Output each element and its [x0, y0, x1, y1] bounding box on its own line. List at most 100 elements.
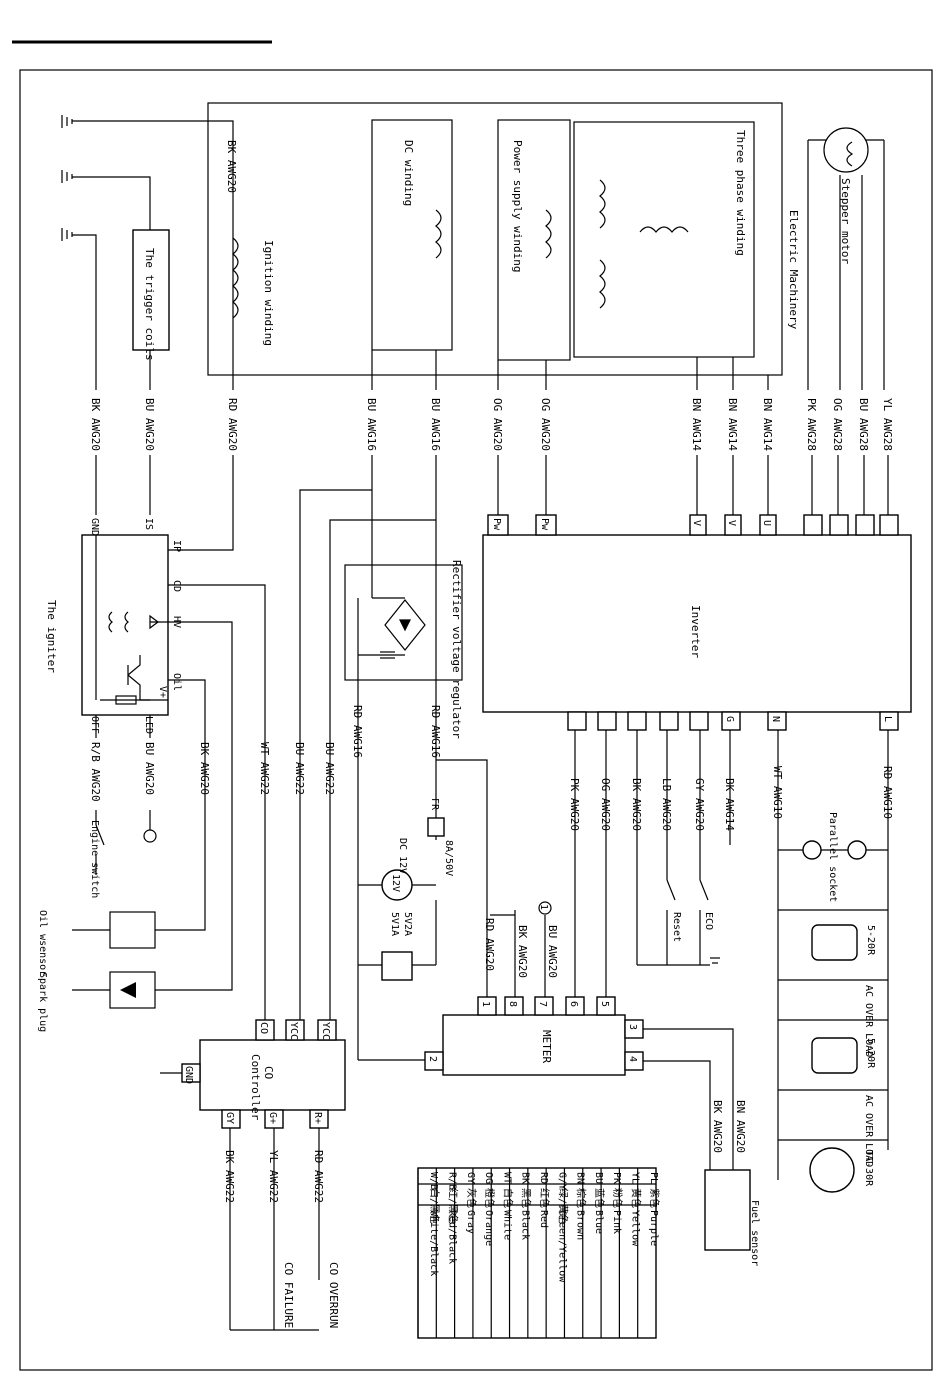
wire-label: YL AWG22	[267, 1150, 280, 1203]
dc12-symbol: 12V	[390, 874, 401, 892]
color-cn: 紫色	[648, 1188, 661, 1208]
wire-label: BU AWG20	[143, 398, 156, 451]
rectifier-box	[344, 564, 463, 681]
color-en: Gray	[465, 1210, 476, 1234]
wire-label: BN AWG14	[761, 398, 774, 451]
meter-pin: 2	[427, 1056, 438, 1062]
color-code: G/Y	[556, 1172, 567, 1190]
meter-pin: 4	[627, 1056, 638, 1062]
spark-plug-box	[109, 971, 156, 1009]
igniter-pin: Oil	[171, 673, 182, 691]
color-table	[417, 1167, 657, 1339]
labels: BK AWG20 Ignition winding DC winding Pow…	[37, 130, 894, 1328]
meter-pins	[424, 996, 644, 1071]
wire-label: BK AWG14	[723, 778, 736, 831]
oil-sensor-box	[109, 911, 156, 949]
co-pin: GY	[224, 1112, 235, 1124]
inverter-pin: U	[761, 520, 772, 526]
spark-plug-symbol	[120, 982, 136, 998]
color-en: White/Black	[428, 1210, 439, 1276]
inverter-pin: Pw	[491, 518, 502, 531]
oil-sensor-label: Oil wsensor	[37, 910, 48, 976]
inverter-pin: Pw	[539, 518, 550, 531]
top-wiring	[72, 102, 889, 700]
color-table-rows: PL紫色PurpleYL黄色YellowPK粉色PinkBU蓝色BlueBN棕色…	[417, 1168, 661, 1338]
color-cn: 绿/黄色	[556, 1188, 569, 1224]
wire-label: RD AWG10	[881, 766, 894, 819]
ac-output-wiring	[777, 730, 889, 1180]
color-code: BK	[520, 1172, 531, 1184]
meter-pin: 1	[480, 1001, 491, 1007]
co-pin: GND	[183, 1066, 194, 1084]
co-pins	[181, 1019, 337, 1129]
wire-label: RD AWG22	[312, 1150, 325, 1203]
inverter-box	[482, 534, 912, 713]
inverter-pin: G	[724, 716, 735, 722]
fuse-fr-label: FR	[429, 798, 440, 811]
wire-label: GY AWG20	[693, 778, 706, 831]
wire-label: YL AWG28	[881, 398, 894, 451]
wire-label: WT AWG10	[771, 766, 784, 819]
spark-plug-label: Spark plug	[37, 972, 48, 1032]
color-code: W/B	[428, 1172, 439, 1190]
wire-label: RD AWG20	[483, 918, 496, 971]
meter-pin: 5	[599, 1001, 610, 1007]
usb-label-2: 5V1A	[389, 912, 400, 936]
wire-label: BK AWG20	[711, 1100, 724, 1153]
color-en: Yellow	[630, 1210, 641, 1247]
parallel-socket-1	[802, 840, 822, 860]
inverter-pin: V	[691, 520, 702, 526]
color-en: Brown	[575, 1210, 586, 1240]
inverter-pins	[487, 514, 899, 731]
color-cn: 蓝色	[593, 1188, 606, 1208]
trigger-coils-box	[132, 229, 170, 351]
wire-label: OG AWG20	[599, 778, 612, 831]
outlet-label: TT-30R	[863, 1150, 874, 1187]
outlet-tt-30r	[809, 1147, 855, 1193]
led-indicator	[143, 829, 157, 843]
wire-top-label: BK AWG20	[225, 140, 238, 193]
parallel-socket-2	[847, 840, 867, 860]
wire-label: OG AWG20	[491, 398, 504, 451]
igniter-vplus: V+	[157, 686, 168, 698]
color-cn: 黄色	[630, 1188, 643, 1208]
wire-label: BU AWG20	[546, 925, 559, 978]
color-en: Black	[520, 1210, 531, 1240]
color-en: Blue	[593, 1210, 604, 1234]
co-pin: CO	[258, 1022, 269, 1034]
co-pin: YCC	[288, 1022, 299, 1040]
usb-label-1: 5V2A	[402, 912, 413, 936]
fuse-rating-label: 8A/50V	[443, 840, 454, 876]
color-en: Red	[538, 1210, 549, 1228]
color-en: Orange	[483, 1210, 494, 1246]
wire-label: BU AWG20	[143, 742, 156, 795]
wire-label: BK AWG22	[223, 1150, 236, 1203]
meter-pin: 6	[568, 1001, 579, 1007]
trigger-coils-label: The trigger coils	[143, 248, 156, 361]
co-controller-box	[199, 1039, 346, 1111]
winding-coils	[232, 141, 854, 319]
rectifier-bridge	[357, 597, 437, 1060]
color-cn: 白色	[501, 1188, 514, 1208]
wire-label: PK AWG20	[568, 778, 581, 831]
co-pin: R+	[312, 1112, 323, 1124]
rectifier-label: Rectifier voltage regulator	[450, 560, 463, 739]
wire-label: BU AWG22	[293, 742, 306, 795]
co-controller-label: Controller	[249, 1054, 262, 1121]
wire-label: BN AWG14	[726, 398, 739, 451]
wire-label: OG AWG28	[831, 398, 844, 451]
color-table-grid	[418, 1183, 656, 1206]
meter-circle-label: 1	[538, 904, 549, 910]
wire-label: BK AWG20	[198, 742, 211, 795]
dc12-label: DC 12V	[397, 838, 408, 874]
meter-label: METER	[540, 1030, 553, 1063]
inverter-pin: V	[726, 520, 737, 526]
meter-pin: 3	[627, 1024, 638, 1030]
igniter-pin: HV	[171, 616, 182, 628]
wire-label: BN AWG14	[690, 398, 703, 451]
color-cn: 棕色	[575, 1188, 588, 1208]
fuel-sensor-label: Fuel sensor	[749, 1200, 760, 1266]
color-en: Pink	[611, 1210, 622, 1234]
meter-box	[442, 1014, 626, 1076]
color-code: PK	[611, 1172, 622, 1184]
